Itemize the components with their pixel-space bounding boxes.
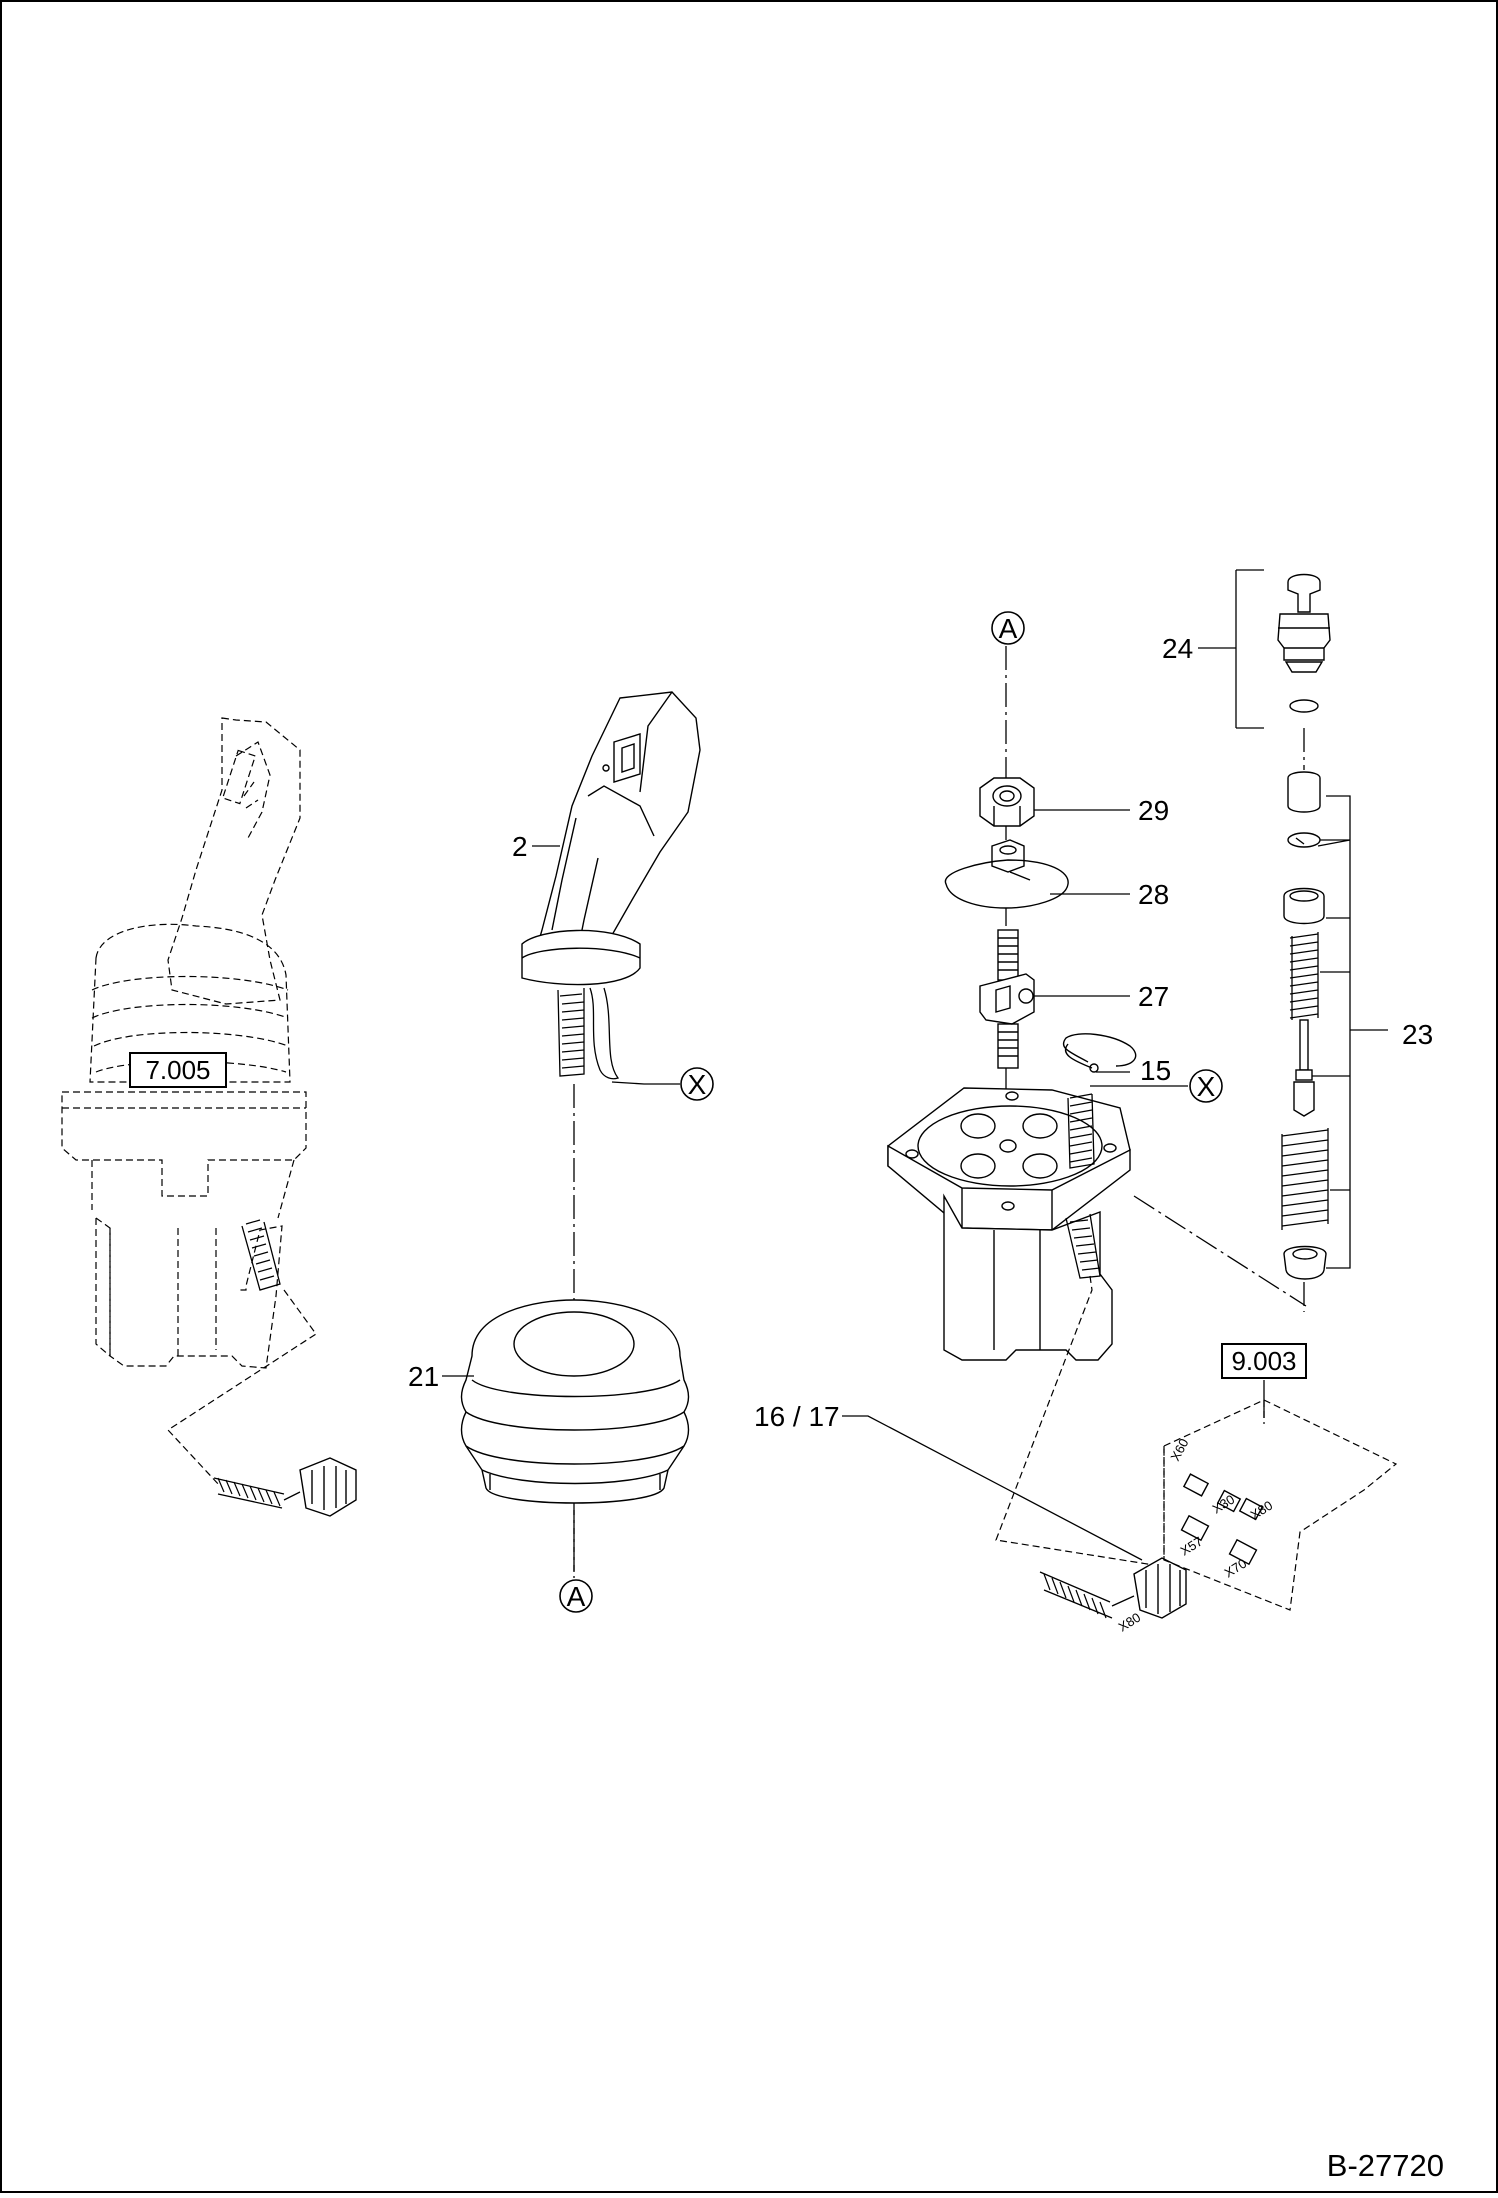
marker-x-handle-label: X	[688, 1069, 707, 1100]
control-box-9003	[1163, 1399, 1398, 1611]
joystick-handle	[521, 691, 701, 1080]
drawing-number: B-27720	[1327, 2148, 1444, 2183]
rubber-boot	[460, 1299, 690, 1504]
plunger-24	[1277, 573, 1331, 713]
bracket-23	[1312, 795, 1388, 1269]
housing-cable	[1065, 1093, 1101, 1279]
callout-16-17: 16 / 17	[754, 1401, 840, 1432]
callout-29: 29	[1138, 795, 1169, 826]
callout-23: 23	[1402, 1019, 1433, 1050]
callout-28: 28	[1138, 879, 1169, 910]
valve-housing	[887, 1087, 1131, 1361]
valve-set-23	[1281, 771, 1329, 1280]
callout-15: 15	[1140, 1055, 1171, 1086]
marker-x-handle	[680, 1067, 714, 1101]
ref-9003-label: 9.003	[1231, 1346, 1296, 1376]
centerline-housing-valve	[1133, 1195, 1307, 1307]
plug-label: X80	[1116, 1610, 1144, 1635]
marker-a-top	[991, 611, 1025, 645]
box-label-x57: X57	[1178, 1534, 1206, 1559]
hidden-cable-path	[995, 1275, 1161, 1567]
leader-16-17	[842, 1415, 1143, 1561]
joystick-assembly-hidden	[61, 717, 357, 1517]
callout-24: 24	[1162, 633, 1193, 664]
callout-21: 21	[408, 1361, 439, 1392]
bracket-24	[1198, 569, 1264, 729]
marker-a-bottom-label: A	[567, 1581, 586, 1612]
joint-27	[979, 929, 1035, 1069]
marker-x-ring	[1189, 1069, 1223, 1103]
ref-box-7005	[129, 1052, 227, 1088]
leader-x-handle	[611, 1081, 680, 1085]
nut-29	[979, 777, 1035, 827]
marker-a-top-label: A	[999, 613, 1018, 644]
plug-16-17	[1039, 1557, 1187, 1619]
marker-x-ring-label: X	[1197, 1071, 1216, 1102]
ring-15	[1062, 1033, 1137, 1073]
box-label-x70: X70	[1222, 1556, 1250, 1581]
marker-a-bottom	[559, 1579, 593, 1613]
box-label-x60: X60	[1167, 1436, 1191, 1463]
ref-box-9003	[1221, 1343, 1307, 1379]
ref-7005-label: 7.005	[145, 1055, 210, 1085]
callout-27: 27	[1138, 981, 1169, 1012]
callout-2: 2	[512, 831, 528, 862]
plate-28	[944, 839, 1069, 909]
